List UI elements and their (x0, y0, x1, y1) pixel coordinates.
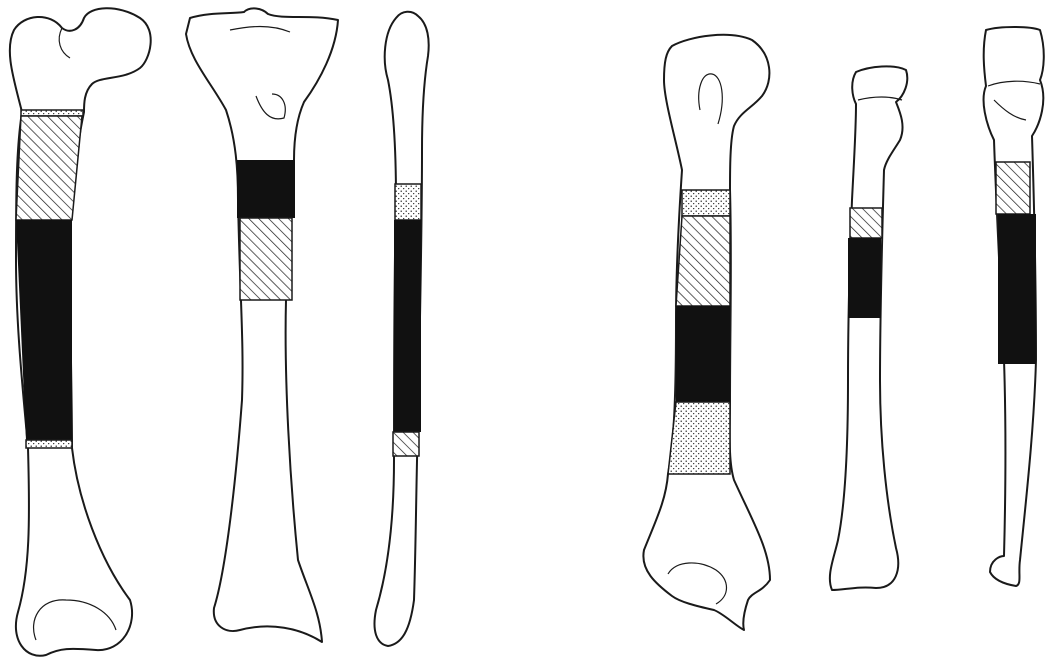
tibia-outline (186, 8, 338, 642)
femur-zone-stippled-top (21, 110, 83, 116)
humerus-zone-stippled-bottom (668, 402, 730, 474)
ulna-zone-solid (998, 214, 1036, 364)
tibia-zone-hatched (240, 218, 292, 300)
humerus (643, 35, 770, 630)
fibula-zone-stippled (395, 184, 421, 220)
fibula (375, 12, 429, 646)
ulna-zone-hatched (996, 162, 1030, 214)
femur-zone-hatched (16, 116, 82, 220)
tibia (186, 8, 338, 642)
fibula-zone-solid (394, 220, 421, 432)
radius-zone-hatched (850, 208, 882, 238)
humerus-zone-solid (676, 306, 730, 402)
radius-zone-solid (848, 238, 881, 318)
humerus-zone-stippled-top (682, 190, 730, 216)
femur (10, 8, 151, 656)
humerus-zone-hatched (676, 216, 730, 306)
tibia-zone-solid (237, 160, 295, 218)
ulna (984, 27, 1044, 586)
radius (830, 66, 907, 590)
fibula-zone-hatched (393, 432, 419, 456)
radius-outline (830, 66, 907, 590)
femur-zone-stippled-bottom (26, 440, 72, 448)
